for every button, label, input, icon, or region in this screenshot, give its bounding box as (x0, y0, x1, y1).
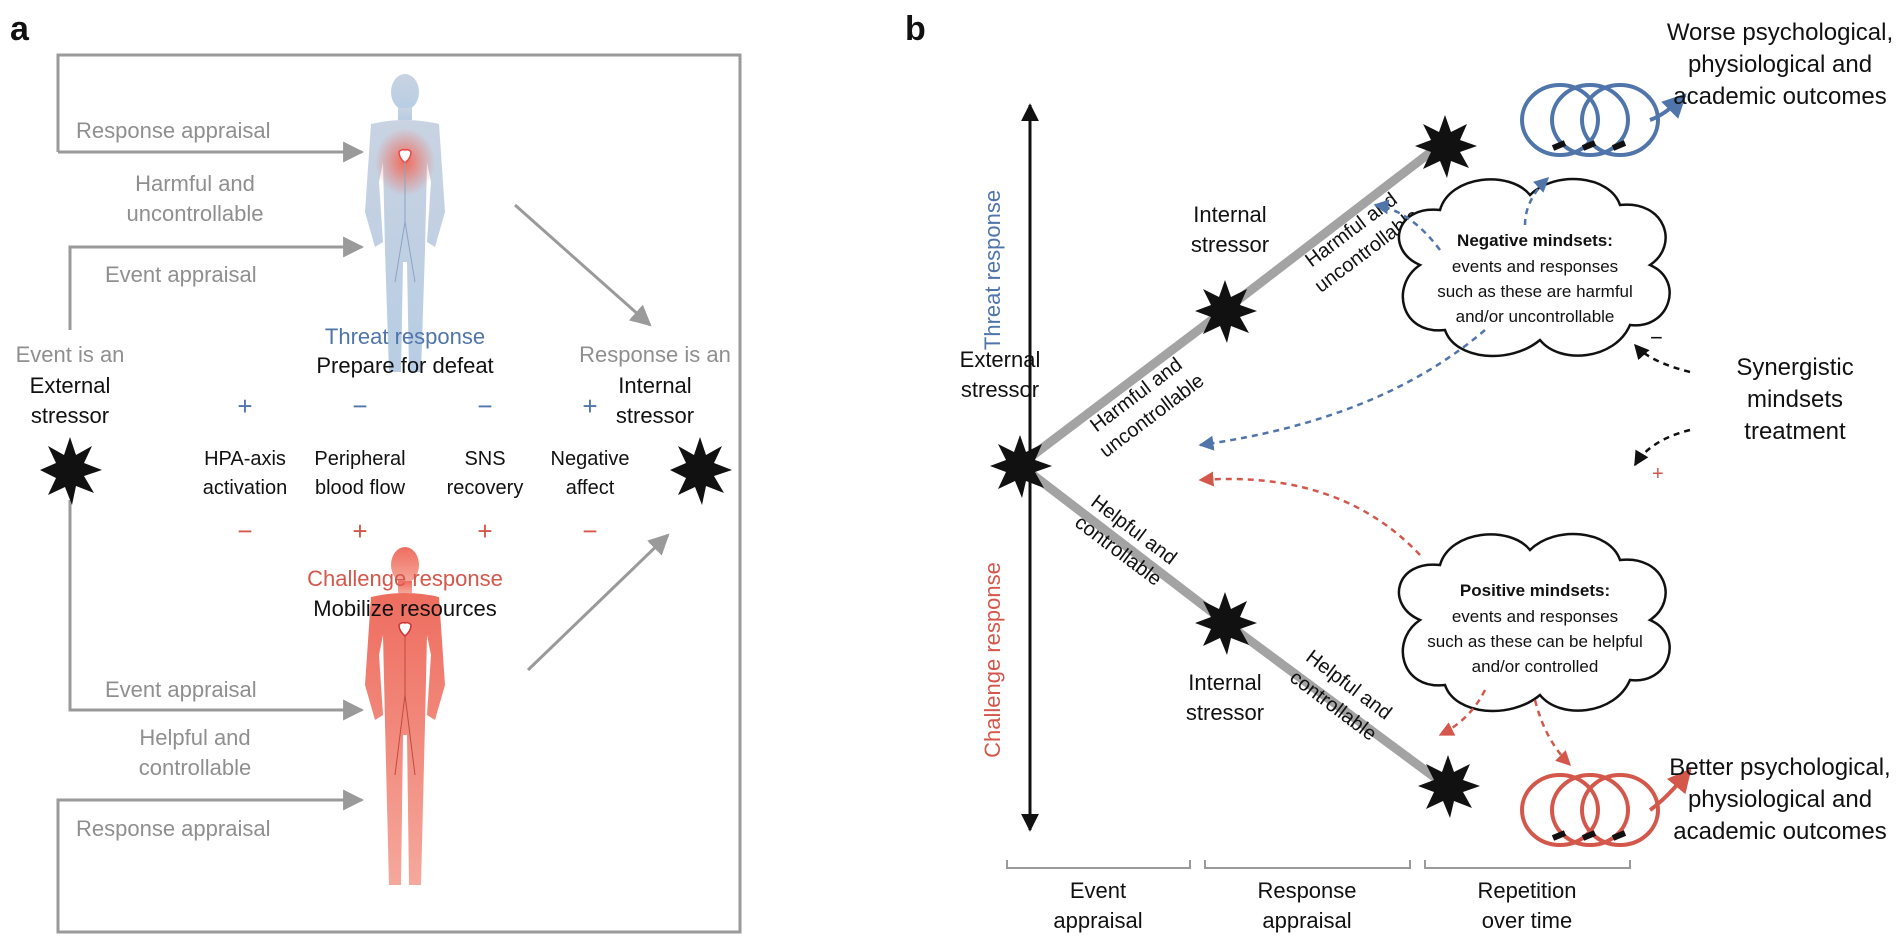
outcome-burst-top (1415, 115, 1477, 178)
pos-line2: such as these can be helpful (1427, 632, 1642, 651)
internal-line2: stressor (616, 403, 694, 428)
response-appraisal-bottom: Response appraisal (76, 816, 270, 841)
threat-sign-hpa: + (237, 391, 252, 421)
worse-line2: physiological and (1688, 51, 1872, 78)
synergistic-line2: mindsets (1747, 386, 1843, 413)
b-internal-bottom-line1: Internal (1188, 670, 1261, 695)
pos-line1: events and responses (1452, 607, 1618, 626)
neg-line2: such as these are harmful (1437, 282, 1633, 301)
measure-blood-line2: blood flow (315, 477, 406, 499)
bracket-repetition-line2: over time (1482, 908, 1572, 933)
bracket-repetition-line1: Repetition (1477, 878, 1576, 903)
outcome-burst-bottom (1418, 755, 1480, 818)
internal-stressor-burst-bottom (1195, 592, 1257, 655)
stress-paths (1015, 140, 1450, 790)
bracket-event-line1: Event (1070, 878, 1126, 903)
measure-sns-line1: SNS (464, 448, 505, 470)
internal-stressor-burst-top (1195, 280, 1257, 343)
threat-human-figure (365, 74, 445, 372)
helpful-label-upper: Helpful and controllable (1285, 646, 1395, 746)
pos-title: Positive mindsets: (1460, 581, 1610, 600)
timeline-brackets (1006, 860, 1631, 869)
better-line3: academic outcomes (1673, 818, 1886, 845)
neg-line1: events and responses (1452, 257, 1618, 276)
internal-stressor-burst-a (670, 437, 732, 505)
synergistic-line1: Synergistic (1736, 354, 1853, 381)
challenge-human-figure (365, 547, 445, 885)
b-internal-top-line1: Internal (1193, 202, 1266, 227)
bracket-event-line2: appraisal (1053, 908, 1142, 933)
worse-line1: Worse psychological, (1667, 19, 1893, 46)
challenge-sign-blood: + (352, 516, 367, 546)
threat-axis-label: Threat response (980, 190, 1005, 350)
threat-sign-affect: + (582, 391, 597, 421)
challenge-sign-affect: − (582, 516, 597, 546)
better-line1: Better psychological, (1669, 754, 1890, 781)
event-appraisal-bottom: Event appraisal (105, 677, 257, 702)
external-stressor-burst-a (40, 437, 102, 505)
neg-line3: and/or uncontrollable (1456, 307, 1615, 326)
mindset-arrows (1198, 176, 1691, 767)
synergistic-line3: treatment (1744, 418, 1846, 445)
measure-affect-line2: affect (566, 477, 615, 499)
helpful-line1: Helpful and (139, 725, 250, 750)
challenge-sign-hpa: − (237, 516, 252, 546)
worse-outcome-spiral-icon (1520, 83, 1687, 157)
neg-minus-sign: − (1650, 325, 1663, 350)
neg-title: Negative mindsets: (1457, 231, 1613, 250)
external-line1: External (30, 373, 111, 398)
measure-sns-line2: recovery (447, 477, 524, 499)
event-appraisal-top: Event appraisal (105, 262, 257, 287)
challenge-response-label: Challenge response (307, 566, 503, 591)
better-line2: physiological and (1688, 786, 1872, 813)
threat-response-label: Threat response (325, 324, 485, 349)
threat-sign-blood: − (352, 391, 367, 421)
negative-mindsets-cloud (1397, 177, 1671, 358)
positive-mindsets-cloud (1397, 532, 1671, 713)
challenge-sign-sns: + (477, 516, 492, 546)
b-external-line1: External (960, 347, 1041, 372)
b-internal-bottom-line2: stressor (1186, 700, 1264, 725)
harmful-line1: Harmful and (135, 171, 255, 196)
response-is-an: Response is an (579, 342, 731, 367)
panel-a-connectors (56, 53, 742, 934)
measures: + − − + HPA-axis activation Peripheral b… (203, 391, 630, 546)
prepare-for-defeat: Prepare for defeat (316, 353, 493, 378)
mobilize-resources: Mobilize resources (313, 596, 496, 621)
event-is-an: Event is an (16, 342, 125, 367)
b-external-line2: stressor (961, 377, 1039, 402)
measure-hpa-line2: activation (203, 477, 288, 499)
measure-hpa-line1: HPA-axis (204, 448, 286, 470)
helpful-line2: controllable (139, 755, 252, 780)
bracket-response-line2: appraisal (1262, 908, 1351, 933)
bracket-response-line1: Response (1257, 878, 1356, 903)
panel-b-label: b (905, 10, 926, 48)
panel-a-label: a (10, 10, 30, 48)
b-internal-top-line2: stressor (1191, 232, 1269, 257)
external-stressor-burst-b (990, 435, 1052, 498)
response-appraisal-top: Response appraisal (76, 118, 270, 143)
threat-sign-sns: − (477, 391, 492, 421)
measure-affect-line1: Negative (551, 448, 630, 470)
measure-blood-line1: Peripheral (314, 448, 405, 470)
pos-line3: and/or controlled (1472, 657, 1599, 676)
external-line2: stressor (31, 403, 109, 428)
harmful-line2: uncontrollable (127, 201, 264, 226)
internal-line1: Internal (618, 373, 691, 398)
worse-line3: academic outcomes (1673, 83, 1886, 110)
pos-plus-sign: + (1652, 463, 1664, 485)
challenge-axis-label: Challenge response (980, 562, 1005, 758)
better-outcome-spiral-icon (1520, 768, 1692, 847)
